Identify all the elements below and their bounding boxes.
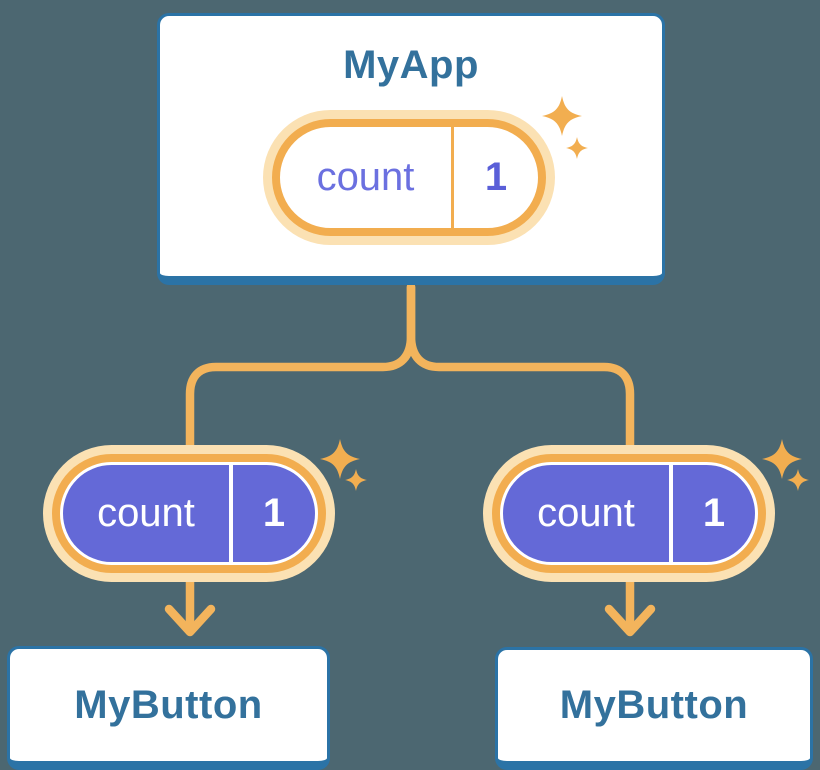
sparkle-icon — [345, 469, 367, 491]
state-pill-body: count 1 — [63, 465, 315, 562]
component-card-mybutton-right: MyButton — [495, 647, 813, 770]
state-pill-root: count 1 — [263, 110, 555, 245]
state-name: count — [316, 155, 415, 199]
pill-divider — [669, 465, 673, 562]
component-title: MyButton — [559, 683, 749, 727]
state-value: 1 — [702, 491, 726, 535]
state-name: count — [97, 491, 195, 535]
pill-divider — [229, 465, 233, 562]
state-pill-left-child: count 1 — [43, 445, 335, 582]
state-pill-body: count 1 — [503, 465, 755, 562]
sparkle-icon — [320, 439, 360, 479]
sparkle-icon — [787, 469, 809, 491]
component-title: MyApp — [343, 43, 479, 87]
branch-line-left — [185, 282, 416, 457]
state-pill-ring: count 1 — [52, 454, 326, 573]
state-pill-ring: count 1 — [492, 454, 766, 573]
state-pill-body: count 1 — [280, 127, 538, 228]
sparkle-icon — [762, 439, 802, 479]
arrow-head-right-icon — [604, 604, 656, 637]
pill-divider — [451, 127, 454, 228]
state-name: count — [537, 491, 635, 535]
component-card-mybutton-left: MyButton — [7, 646, 330, 770]
state-pill-right-child: count 1 — [483, 445, 775, 582]
arrow-head-left-icon — [164, 604, 216, 637]
state-value: 1 — [484, 155, 508, 199]
component-title: MyButton — [74, 682, 263, 727]
state-pill-ring: count 1 — [272, 119, 546, 236]
state-value: 1 — [262, 491, 286, 535]
branch-line-right — [406, 282, 635, 457]
